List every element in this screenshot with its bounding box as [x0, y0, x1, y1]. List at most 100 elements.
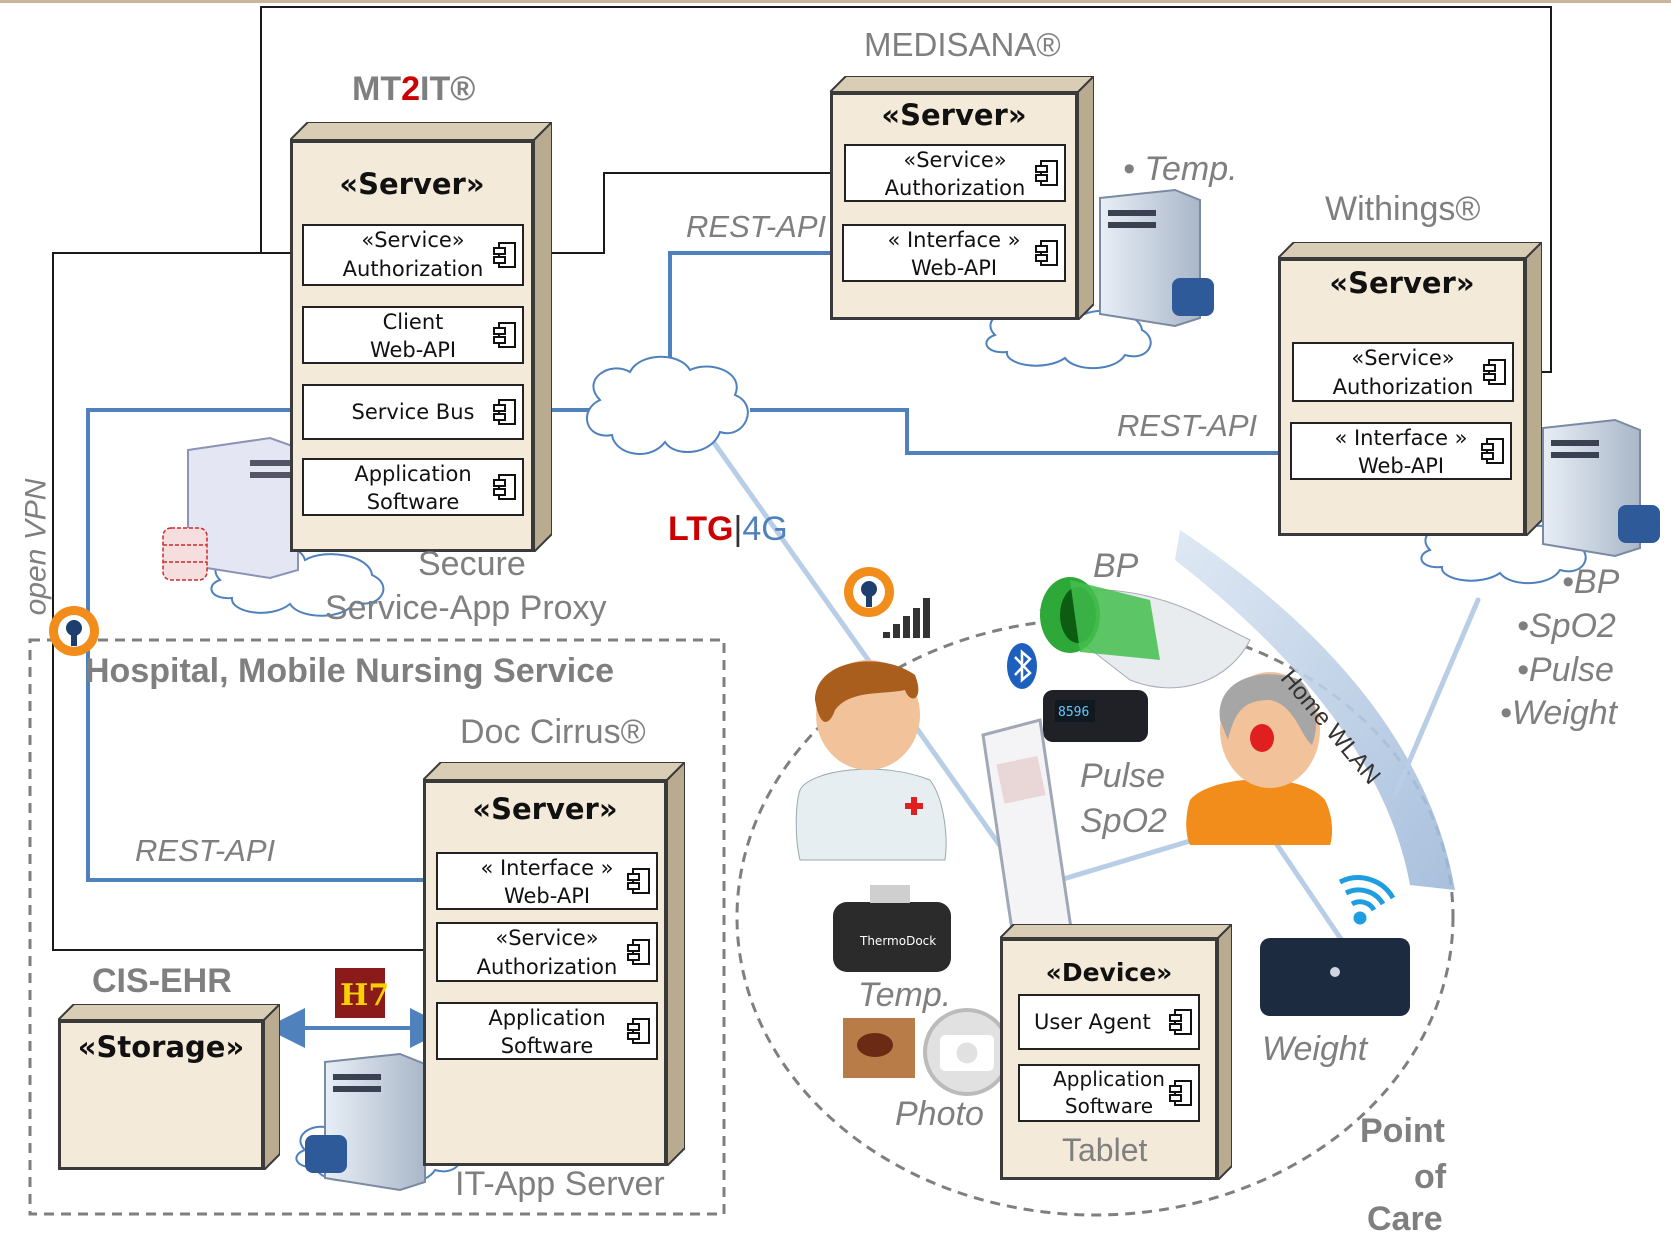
interface-web-api-component[interactable]: « Interface » Web-API — [842, 224, 1066, 282]
tablet-device — [981, 718, 1074, 952]
node-medisana[interactable]: «Server» «Service» Authorization « Inter… — [830, 76, 1094, 320]
ltg-text: LTG — [668, 510, 734, 548]
oximeter-reading: 8596 — [1058, 705, 1089, 720]
thermodock-device — [833, 885, 951, 972]
mt2it-digit: 2 — [401, 70, 421, 108]
application-software-component[interactable]: Application Software — [1018, 1064, 1200, 1122]
vpn-logos — [49, 567, 894, 656]
component-line-2: Web-API — [1357, 454, 1445, 478]
mt2it-suffix: IT® — [420, 70, 476, 108]
camera-icon — [923, 1008, 1011, 1096]
thermodock-label: ThermoDock — [859, 934, 936, 948]
component-line-2: Authorization — [1332, 375, 1474, 399]
device-label-spo2: SpO2 — [1080, 802, 1167, 840]
node-3d-shading — [290, 122, 552, 552]
signal-bars-icon — [883, 598, 930, 638]
mt2it-caption-1: Secure — [418, 545, 526, 583]
ltg-separator: | — [733, 510, 743, 548]
service-authorization-component[interactable]: «Service» Authorization — [302, 224, 524, 286]
device-label-pulse: Pulse — [1080, 757, 1166, 795]
service-bus-component[interactable]: Service Bus — [302, 384, 524, 440]
component-icon — [627, 939, 650, 965]
rest-api-label-medisana: REST-API — [686, 209, 827, 244]
component-line-1: « Interface » — [887, 228, 1021, 252]
service-authorization-component[interactable]: «Service» Authorization — [1292, 342, 1514, 402]
nurse-icon — [795, 660, 947, 861]
device-label-photo: Photo — [895, 1095, 984, 1133]
component-icon — [493, 242, 516, 268]
4g-text: 4G — [742, 510, 788, 548]
stereotype-label: «Device» — [1045, 958, 1173, 987]
component-line-2: Web-API — [910, 256, 998, 280]
stereotype-label: «Server» — [472, 792, 618, 826]
component-line-1: « Interface » — [1334, 426, 1468, 450]
client-web-api-component[interactable]: Client Web-API — [302, 306, 524, 364]
medisana-title: MEDISANA® — [864, 26, 1061, 63]
patient-icon — [1186, 672, 1333, 845]
component-icon — [1483, 359, 1506, 385]
rest-api-label-hospital: REST-API — [135, 833, 276, 868]
component-icon — [1481, 438, 1504, 464]
component-line-1: « Interface » — [480, 856, 614, 880]
top-accent-bar — [0, 0, 1671, 3]
hospital-boundary — [28, 638, 726, 1216]
node-3d-shading — [830, 76, 1094, 320]
mt2it-caption-2: Service-App Proxy — [325, 589, 607, 627]
node-device[interactable]: «Device» User Agent Application Software — [1000, 924, 1232, 1180]
node-storage[interactable]: «Storage» — [58, 1004, 280, 1170]
doccirrus-title: Doc Cirrus® — [460, 713, 646, 751]
weight-scale-device — [1260, 938, 1410, 1016]
node-doccirrus[interactable]: «Server» « Interface » Web-API «Service»… — [423, 762, 685, 1166]
hl7-logo — [335, 968, 385, 1018]
node-3d-shading — [423, 762, 685, 1166]
stereotype-label: «Server» — [339, 167, 485, 201]
service-authorization-component[interactable]: «Service» Authorization — [436, 922, 658, 982]
mt2it-prefix: MT — [352, 70, 402, 108]
withings-bullet-spo2: •SpO2 — [1517, 607, 1616, 645]
component-line-1: «Service» — [903, 148, 1007, 172]
device-label-weight: Weight — [1262, 1030, 1368, 1068]
user-agent-component[interactable]: User Agent — [1018, 994, 1200, 1050]
component-line-1: «Service» — [361, 228, 465, 252]
server-towers — [162, 188, 1660, 1192]
application-software-component[interactable]: Application Software — [436, 1002, 658, 1060]
wound-spot — [857, 1033, 893, 1057]
component-line-1: «Service» — [1351, 346, 1455, 370]
pulse-oximeter-device — [1043, 690, 1148, 742]
rest-api-label-withings: REST-API — [1117, 408, 1258, 443]
component-icon — [493, 399, 516, 425]
component-line-1: «Service» — [495, 926, 599, 950]
withings-title: Withings® — [1325, 190, 1481, 228]
interface-web-api-component[interactable]: « Interface » Web-API — [436, 852, 658, 910]
point-of-care-line-3: Care — [1367, 1200, 1443, 1238]
ltg-4g-label: LTG|4G — [668, 510, 788, 549]
component-line-1: Application — [354, 462, 472, 486]
device-caption: Tablet — [1062, 1132, 1148, 1168]
component-line-2: Web-API — [369, 338, 457, 362]
component-icon — [627, 1018, 650, 1044]
interface-web-api-component[interactable]: « Interface » Web-API — [1290, 422, 1512, 480]
withings-bullet-bp: •BP — [1562, 563, 1620, 601]
node-mt2it[interactable]: «Server» «Service» Authorization Client … — [290, 122, 552, 552]
wifi-icon — [1338, 875, 1396, 925]
bp-cuff-device — [1039, 577, 1251, 689]
component-icon — [1035, 240, 1058, 266]
application-software-component[interactable]: Application Software — [302, 458, 524, 516]
node-withings[interactable]: «Server» «Service» Authorization « Inter… — [1278, 242, 1542, 536]
component-line-1: Client — [382, 310, 444, 334]
service-authorization-component[interactable]: «Service» Authorization — [844, 144, 1066, 202]
component-line-2: Authorization — [342, 257, 484, 281]
component-line-2: Software — [366, 490, 460, 514]
point-of-care-line-1: Point — [1360, 1112, 1445, 1150]
component-icon — [1169, 1009, 1192, 1035]
internet-cloud — [585, 355, 749, 455]
stereotype-label: «Storage» — [77, 1030, 245, 1064]
component-icon — [627, 868, 650, 894]
medisana-temp-bullet: • Temp. — [1123, 150, 1238, 188]
node-3d-shading — [1278, 242, 1542, 536]
hospital-title: Hospital, Mobile Nursing Service — [85, 652, 615, 690]
component-line-2: Authorization — [884, 176, 1026, 200]
open-vpn-label: open VPN — [19, 478, 53, 616]
component-icon — [1035, 160, 1058, 186]
device-label-bp: BP — [1093, 547, 1139, 585]
